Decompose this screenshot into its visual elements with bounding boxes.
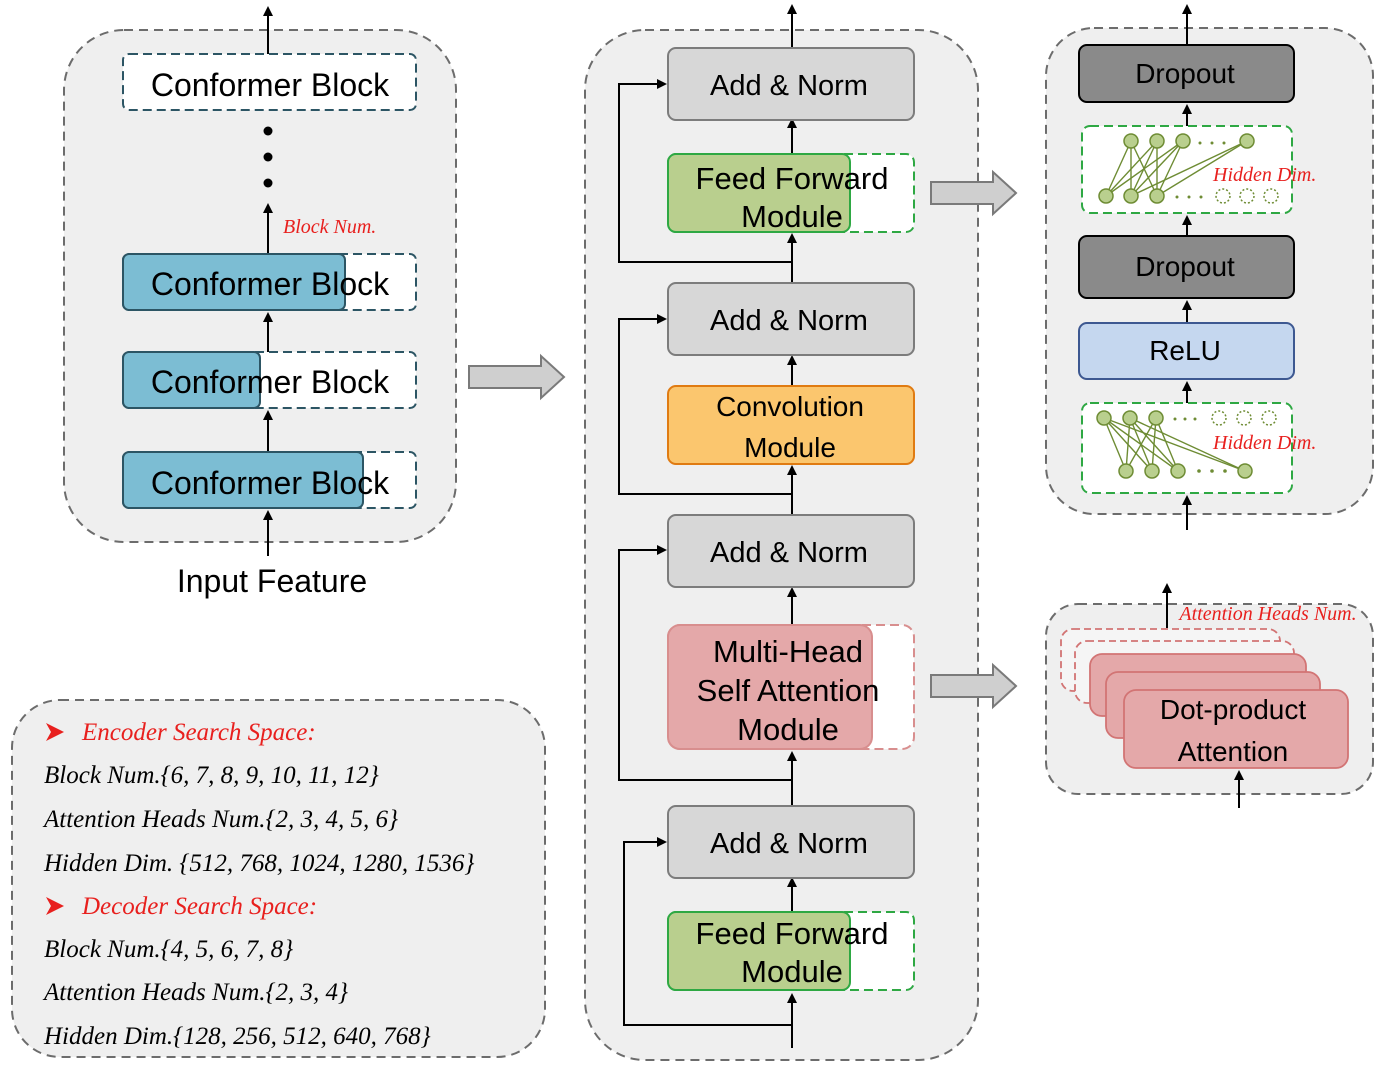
ffn-bottom-fill: [667, 911, 851, 991]
ffn-top-fill: [667, 153, 851, 233]
decoder-search-space-title: Decoder Search Space:: [81, 893, 317, 920]
neuron: [1148, 410, 1164, 426]
add-norm-box: [667, 514, 915, 588]
add-norm-box: [667, 805, 915, 879]
ellipsis-dot: [263, 178, 273, 188]
neuron: [1170, 463, 1186, 479]
ellipsis-dot: [263, 126, 273, 136]
decoder-search-item: Hidden Dim.{128, 256, 512, 640, 768}: [43, 1023, 431, 1050]
encoder-search-item: Block Num.{6, 7, 8, 9, 10, 11, 12}: [44, 762, 379, 789]
neuron-optional: [1263, 188, 1279, 204]
neuron: [1098, 188, 1114, 204]
attention-head-front: [1123, 689, 1349, 769]
ffn-top-label-line2: Module: [741, 199, 843, 234]
dropout-top-label: Dropout: [1135, 58, 1235, 89]
mhsa-expand-arrow: [930, 662, 1018, 710]
add-norm-label: Add & Norm: [710, 828, 868, 860]
mhsa-label-line2: Self Attention: [697, 673, 880, 708]
add-norm-label: Add & Norm: [710, 305, 868, 337]
input-feature-label: Input Feature: [177, 563, 367, 599]
mhsa-label-line3: Module: [737, 712, 839, 747]
attention-detail-panel: Dot-product Attention Attention Heads Nu…: [1045, 583, 1374, 808]
add-norm-box: [667, 282, 915, 356]
neuron: [1144, 463, 1160, 479]
conformer-block-3-label: Conformer Block: [151, 266, 390, 302]
ffn-expand-arrow: [930, 169, 1018, 217]
neuron: [1118, 463, 1134, 479]
convolution-label-line1: Convolution: [716, 391, 864, 422]
ffn-bottom-label-line2: Module: [741, 954, 843, 989]
neuron-optional: [1211, 410, 1227, 426]
conformer-block-3-fill: [122, 253, 346, 311]
conformer-block-top-label: Conformer Block: [151, 67, 390, 103]
dropout-bottom-box: [1078, 235, 1295, 299]
decoder-search-item: Attention Heads Num.{2, 3, 4}: [42, 979, 348, 1006]
conformer-block-2-label: Conformer Block: [151, 364, 390, 400]
convolution-label-line2: Module: [744, 432, 836, 463]
bullet-arrow-icon: [46, 897, 64, 915]
encoder-search-item: Attention Heads Num.{2, 3, 4, 5, 6}: [42, 806, 398, 833]
encoder-search-item: Hidden Dim. {512, 768, 1024, 1280, 1536}: [43, 850, 474, 877]
neuron-optional: [1236, 410, 1252, 426]
neuron-optional: [1215, 188, 1231, 204]
neuron: [1149, 133, 1165, 149]
add-norm-box: [667, 47, 915, 121]
neuron: [1175, 133, 1191, 149]
ffn-detail-panel: Dropout Hidden Dim. Dro: [1045, 4, 1374, 530]
neuron: [1237, 463, 1253, 479]
conformer-block-panel: Add & Norm Feed Forward Module Add & Nor…: [584, 4, 979, 1061]
hidden-dim-annotation-bottom: Hidden Dim.: [1212, 432, 1316, 454]
convolution-module-box: [667, 385, 915, 465]
neuron-optional: [1261, 410, 1277, 426]
neuron: [1123, 133, 1139, 149]
search-space-legend: Encoder Search Space: Block Num.{6, 7, 8…: [11, 699, 546, 1058]
dot-product-label-line1: Dot-product: [1160, 694, 1307, 725]
ffn-bottom-label-line1: Feed Forward: [696, 916, 889, 951]
conformer-block-2-fill: [122, 351, 261, 409]
add-norm-label: Add & Norm: [710, 70, 868, 102]
encoder-search-space-title: Encoder Search Space:: [81, 719, 316, 746]
conformer-block-top: [122, 53, 417, 111]
ellipsis-dot: [263, 152, 273, 162]
conformer-block-1-fill: [122, 451, 364, 509]
dropout-bottom-label: Dropout: [1135, 251, 1235, 282]
conformer-block-1-label: Conformer Block: [151, 465, 390, 501]
mhsa-label-line1: Multi-Head: [713, 634, 863, 669]
hidden-dim-annotation-top: Hidden Dim.: [1212, 164, 1316, 186]
bullet-arrow-icon: [46, 723, 64, 741]
mhsa-module-fill: [667, 624, 873, 750]
neuron: [1149, 188, 1165, 204]
add-norm-label: Add & Norm: [710, 537, 868, 569]
encoder-stack-panel: Conformer Block Block Num. Conformer Blo…: [63, 6, 457, 599]
neuron-optional: [1239, 188, 1255, 204]
dot-product-label-line2: Attention: [1178, 736, 1289, 767]
expand-arrow: [468, 353, 566, 401]
block-num-annotation: Block Num.: [283, 216, 376, 238]
attention-heads-annotation: Attention Heads Num.: [1177, 603, 1356, 625]
relu-box: [1078, 322, 1295, 380]
decoder-search-item: Block Num.{4, 5, 6, 7, 8}: [44, 936, 293, 963]
relu-label: ReLU: [1149, 335, 1221, 366]
neuron: [1239, 133, 1255, 149]
neuron: [1096, 410, 1112, 426]
neuron: [1122, 410, 1138, 426]
dropout-top-box: [1078, 44, 1295, 103]
ffn-top-label-line1: Feed Forward: [696, 161, 889, 196]
neuron: [1123, 188, 1139, 204]
